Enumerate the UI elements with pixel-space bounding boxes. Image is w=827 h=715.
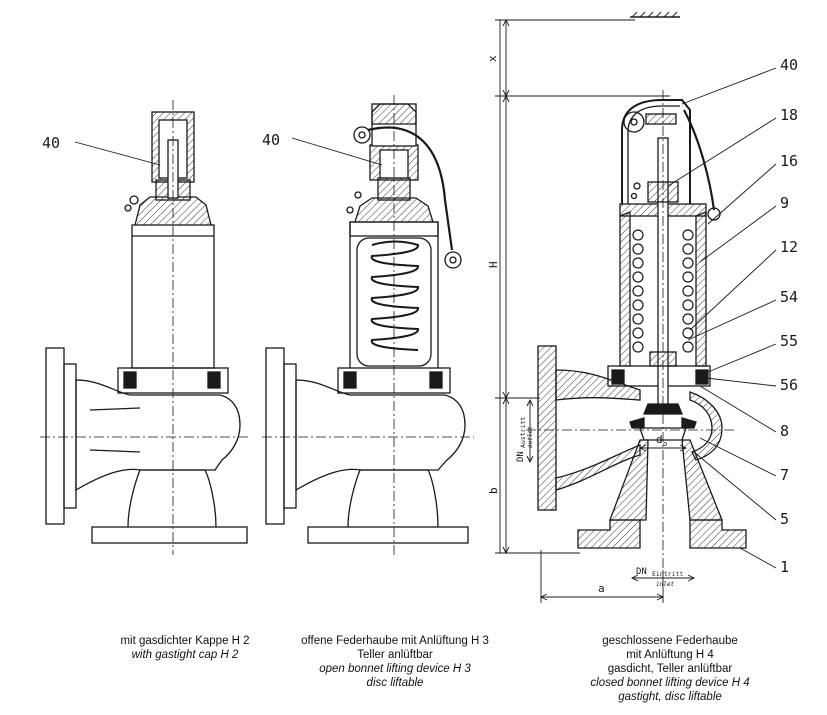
callout-55: 55 (780, 332, 798, 350)
callout-40: 40 (780, 56, 798, 74)
svg-text:o: o (663, 440, 667, 448)
callout-5: 5 (780, 510, 789, 528)
callout-18: 18 (780, 106, 798, 124)
outlet-flange (45, 347, 65, 525)
lifting-lever (367, 126, 454, 251)
caption-h3-en-1: open bonnet lifting device H 3 (319, 663, 471, 675)
spring (370, 240, 419, 351)
callout-8: 8 (780, 422, 789, 440)
caption-h3-de-1: offene Federhaube mit Anlüftung H 3 (301, 635, 489, 647)
dim-do-label: d o (656, 433, 667, 448)
caption-h2-en: with gastight cap H 2 (131, 649, 239, 661)
dim-dn-outlet-label: DN Austritt outlet (516, 417, 534, 462)
callout-12: 12 (780, 238, 798, 256)
closed-bonnet (619, 211, 631, 367)
lever-pivot (623, 111, 645, 133)
spring-section (632, 229, 694, 353)
dim-x-label: x (486, 55, 499, 62)
dim-b-label: b (487, 487, 500, 494)
outlet-flange (265, 347, 285, 525)
lever-pivot (353, 126, 371, 144)
callout-9: 9 (780, 194, 789, 212)
dim-h-label: H (487, 261, 500, 268)
lifting-lever (683, 109, 716, 211)
svg-text:Eintritt: Eintritt (652, 570, 683, 578)
caption-h4-de-3: gasdicht, Teller anlüftbar (607, 663, 733, 675)
callout-left-40: 40 (42, 134, 60, 152)
svg-text:DN: DN (516, 451, 526, 462)
caption-h3-en-2: disc liftable (366, 677, 424, 689)
dim-dn-inlet-label: DN Eintritt inlet (636, 567, 683, 588)
callout-16: 16 (780, 152, 798, 170)
dim-a-label: a (598, 582, 605, 595)
dimension-lines (495, 11, 696, 603)
valve-body (75, 379, 241, 492)
valve-h3-open-bonnet (262, 95, 474, 555)
callout-54: 54 (780, 288, 798, 306)
svg-text:DN: DN (636, 567, 647, 577)
caption-h4-en-1: closed bonnet lifting device H 4 (590, 677, 750, 689)
svg-text:Austritt: Austritt (519, 417, 527, 448)
caption-h2-de: mit gasdichter Kappe H 2 (120, 635, 250, 647)
svg-text:inlet: inlet (656, 581, 674, 588)
caption-h4: geschlossene Federhaube mit Anlüftung H … (560, 634, 780, 704)
lever-knob (444, 251, 462, 269)
caption-h3: offene Federhaube mit Anlüftung H 3 Tell… (270, 634, 520, 690)
outlet-flange (537, 345, 557, 511)
inlet-flange (91, 526, 248, 544)
callout-leaders-right (667, 67, 777, 569)
inlet-neck (127, 469, 217, 528)
svg-text:d: d (656, 433, 663, 446)
svg-text:outlet: outlet (527, 426, 534, 448)
inlet-flange (577, 519, 641, 549)
callout-middle-40: 40 (262, 131, 280, 149)
caption-h2: mit gasdichter Kappe H 2 with gastight c… (85, 634, 285, 662)
callout-1: 1 (780, 558, 789, 576)
caption-h4-de-1: geschlossene Federhaube (602, 635, 738, 647)
callout-56: 56 (780, 376, 798, 394)
inlet-flange (307, 526, 469, 544)
valve-h4-closed-bonnet-section (526, 90, 747, 570)
valve-body (295, 379, 466, 492)
caption-h3-de-2: Teller anlüftbar (357, 649, 433, 661)
caption-h4-en-2: gastight, disc liftable (618, 691, 722, 703)
caption-h4-de-2: mit Anlüftung H 4 (626, 649, 714, 661)
valve-h2-gastight-cap (40, 100, 250, 555)
callouts-right: 40 18 16 9 12 54 55 56 8 7 5 1 (780, 56, 798, 576)
callout-7: 7 (780, 466, 789, 484)
